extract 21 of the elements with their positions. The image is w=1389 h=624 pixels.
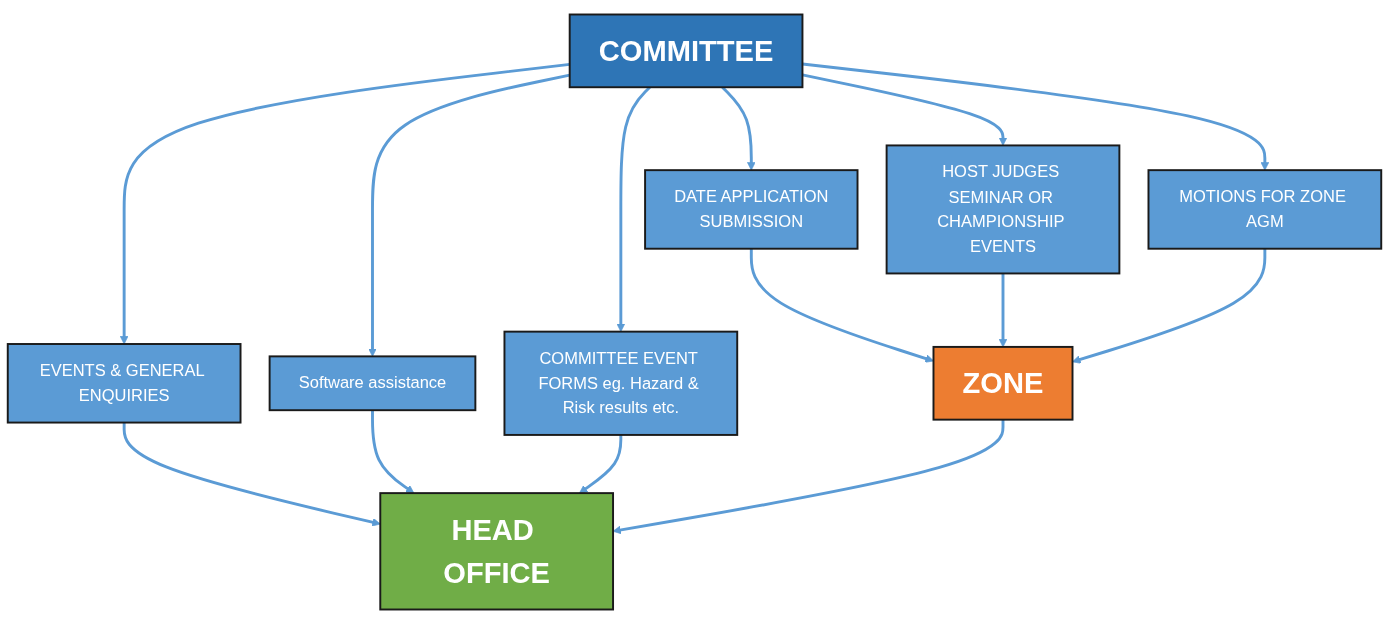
arrow <box>721 86 756 171</box>
arrow <box>1072 248 1267 364</box>
node-box: COMMITTEE EVENT FORMS eg. Hazard & Risk results etc. <box>503 330 739 436</box>
node-box: COMMITTEE <box>568 13 804 89</box>
arrow <box>122 422 381 527</box>
node-box: HOST JUDGES SEMINAR OR CHAMPIONSHIP EVENTS <box>885 144 1121 275</box>
arrow <box>749 248 934 363</box>
node-box: MOTIONS FOR ZONE AGM <box>1147 169 1383 250</box>
node-box: HEAD OFFICE <box>379 492 614 611</box>
node-box: Software assistance <box>268 355 477 412</box>
arrow <box>119 62 570 345</box>
arrow <box>802 62 1270 171</box>
arrow <box>368 73 570 357</box>
node-box: EVENTS & GENERAL ENQUIRIES <box>6 343 242 424</box>
arrow <box>998 273 1008 348</box>
arrow <box>371 410 415 494</box>
arrow <box>579 434 623 494</box>
node-box: ZONE <box>932 345 1074 421</box>
node-box: DATE APPLICATION SUBMISSION <box>644 169 859 250</box>
arrow <box>616 86 651 333</box>
arrow <box>802 73 1008 146</box>
